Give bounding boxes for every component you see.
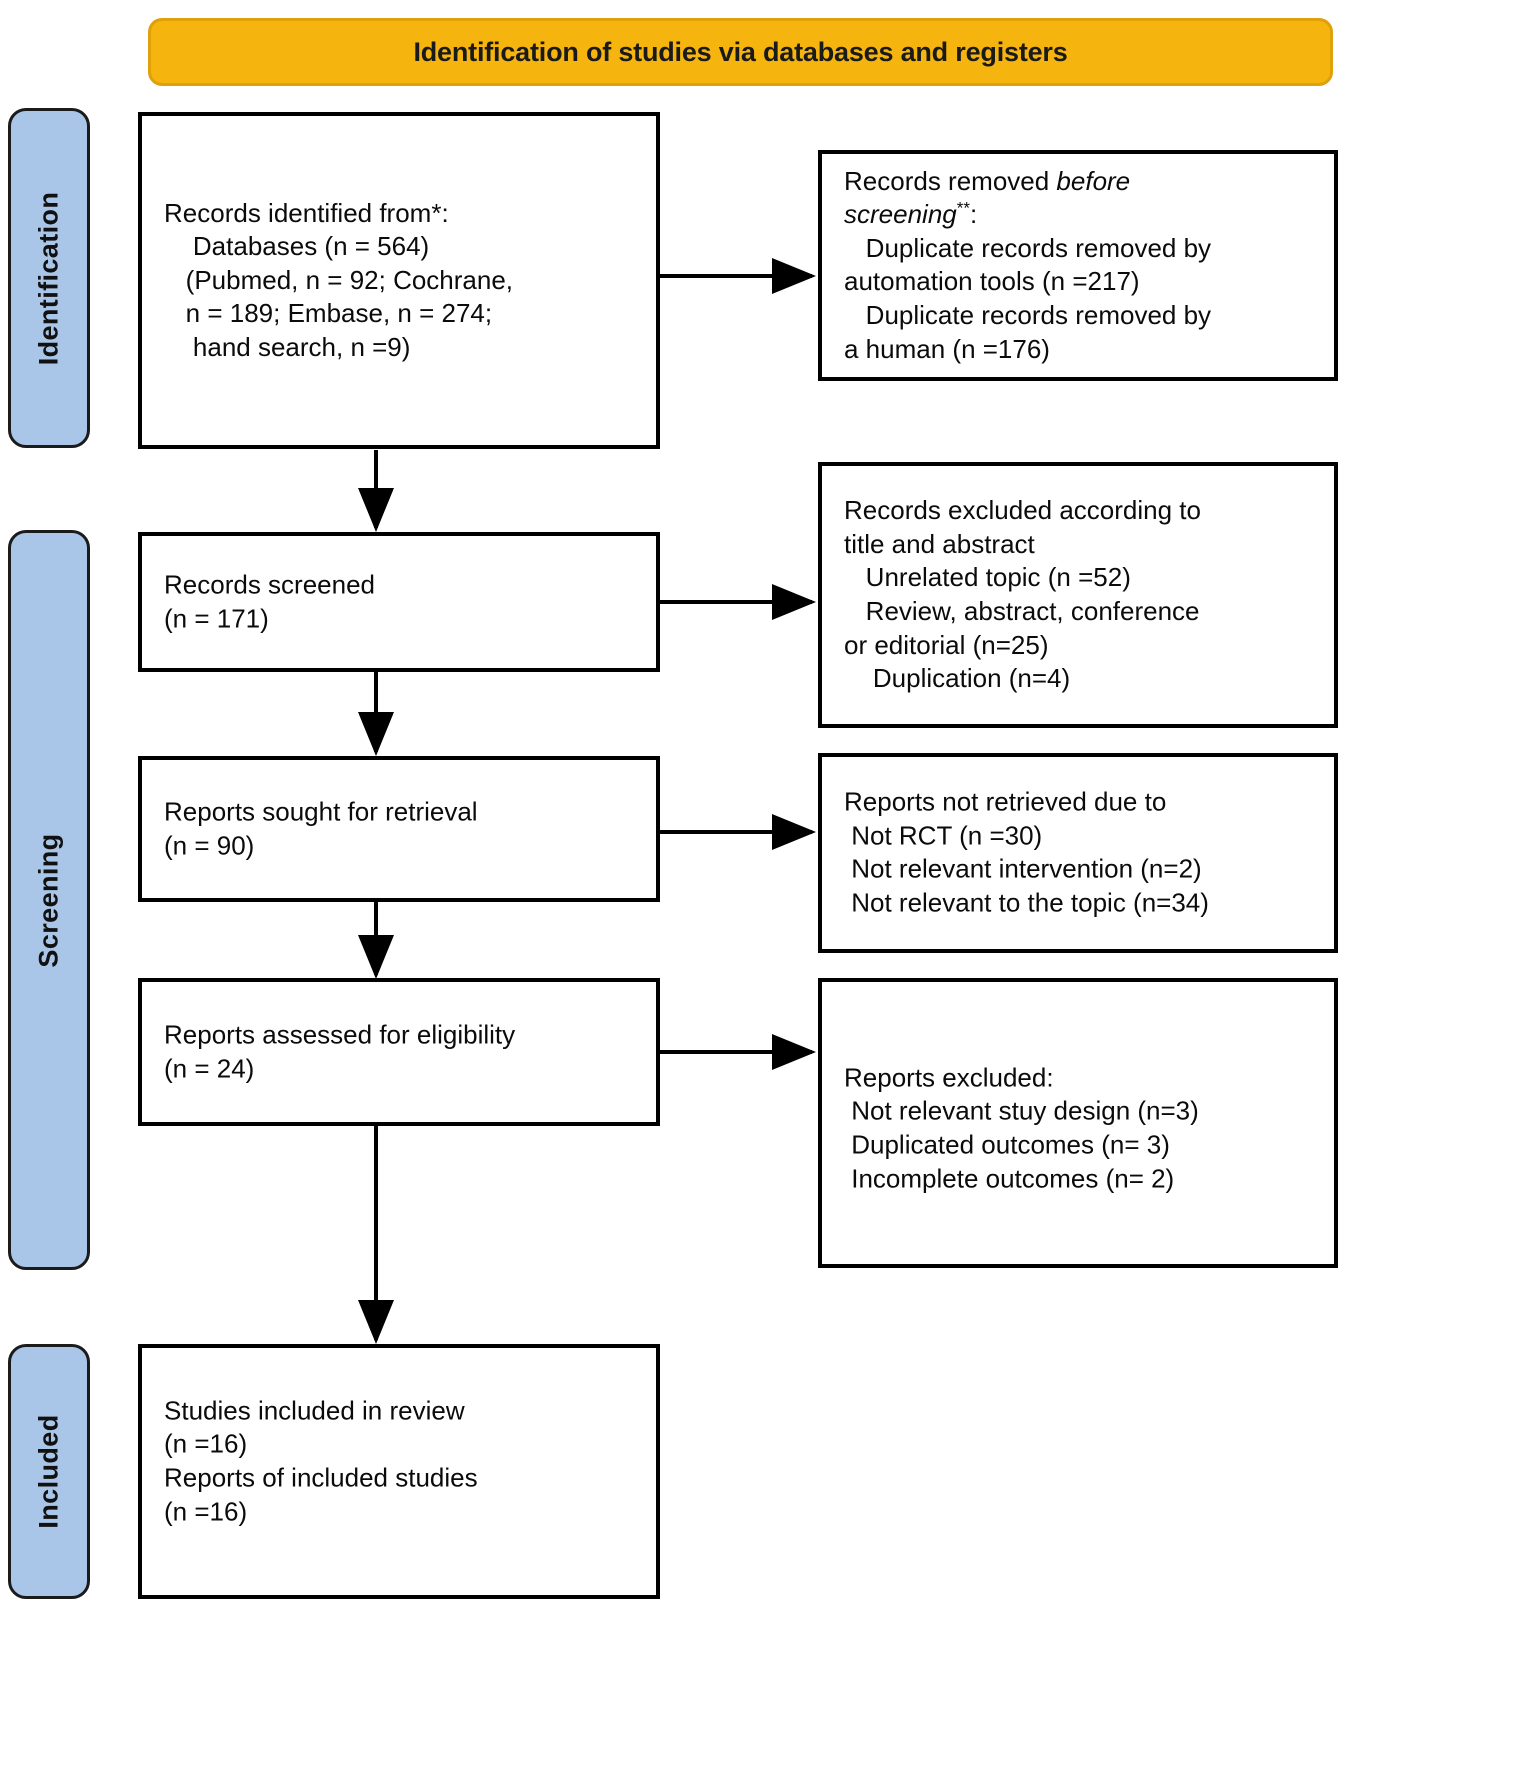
box-reports-excluded: Reports excluded: Not relevant stuy desi… xyxy=(818,978,1338,1268)
reports-not-retrieved-line-2: Not RCT (n =30) xyxy=(844,820,1043,851)
records-identified-line-5: hand search, n =9) xyxy=(164,331,411,362)
records-excluded-line-2: title and abstract xyxy=(844,528,1035,559)
records-identified-line-4: n = 189; Embase, n = 274; xyxy=(164,298,493,329)
records-removed-line-1: Records removed before xyxy=(844,165,1324,199)
diagram-title: Identification of studies via databases … xyxy=(413,36,1068,67)
records-removed-line-2: screening**: xyxy=(844,198,1324,232)
studies-included-line-1: Studies included in review xyxy=(164,1395,465,1426)
diagram-title-banner: Identification of studies via databases … xyxy=(148,18,1333,86)
reports-excluded-line-2: Not relevant stuy design (n=3) xyxy=(844,1095,1199,1126)
studies-included-line-4: (n =16) xyxy=(164,1496,248,1527)
records-removed-footnote-marker: ** xyxy=(956,198,970,218)
reports-excluded-line-1: Reports excluded: xyxy=(844,1062,1054,1093)
reports-excluded-line-3: Duplicated outcomes (n= 3) xyxy=(844,1129,1170,1160)
box-reports-not-retrieved: Reports not retrieved due to Not RCT (n … xyxy=(818,753,1338,953)
records-screened-line-1: Records screened xyxy=(164,569,375,600)
box-reports-assessed-for-eligibility: Reports assessed for eligibility (n = 24… xyxy=(138,978,660,1126)
studies-included-line-2: (n =16) xyxy=(164,1428,248,1459)
records-removed-before-italic: before xyxy=(1056,165,1131,196)
records-removed-line-6: a human (n =176) xyxy=(844,333,1050,364)
records-removed-line-3: Duplicate records removed by xyxy=(844,232,1212,263)
stage-label-screening: Screening xyxy=(8,530,90,1270)
box-records-screened: Records screened (n = 171) xyxy=(138,532,660,672)
records-excluded-line-4: Review, abstract, conference xyxy=(844,596,1200,626)
records-removed-line-5: Duplicate records removed by xyxy=(844,300,1212,331)
stage-label-included-text: Included xyxy=(33,1414,64,1529)
records-removed-line-4: automation tools (n =217) xyxy=(844,266,1140,297)
records-screened-line-2: (n = 171) xyxy=(164,603,269,633)
records-excluded-line-1: Records excluded according to xyxy=(844,495,1201,526)
reports-assessed-line-2: (n = 24) xyxy=(164,1053,255,1083)
reports-not-retrieved-line-4: Not relevant to the topic (n=34) xyxy=(844,887,1209,918)
records-identified-line-2: Databases (n = 564) xyxy=(164,231,430,262)
reports-not-retrieved-line-1: Reports not retrieved due to xyxy=(844,786,1167,817)
box-records-excluded: Records excluded according to title and … xyxy=(818,462,1338,728)
studies-included-line-3: Reports of included studies xyxy=(164,1462,478,1493)
box-records-removed-before-screening: Records removed before screening**: Dupl… xyxy=(818,150,1338,381)
records-removed-prefix: Records removed xyxy=(844,165,1057,196)
stage-label-identification: Identification xyxy=(8,108,90,448)
box-reports-sought-for-retrieval: Reports sought for retrieval (n = 90) xyxy=(138,756,660,902)
reports-not-retrieved-line-3: Not relevant intervention (n=2) xyxy=(844,854,1202,884)
stage-label-included: Included xyxy=(8,1344,90,1599)
records-excluded-line-5: or editorial (n=25) xyxy=(844,629,1049,660)
records-identified-line-3: (Pubmed, n = 92; Cochrane, xyxy=(164,264,514,295)
records-excluded-line-6: Duplication (n=4) xyxy=(844,663,1071,694)
box-records-identified: Records identified from*: Databases (n =… xyxy=(138,112,660,449)
records-removed-colon: : xyxy=(969,199,978,230)
records-identified-line-1: Records identified from*: xyxy=(164,197,449,228)
reports-assessed-line-1: Reports assessed for eligibility xyxy=(164,1019,516,1050)
stage-label-identification-text: Identification xyxy=(33,191,64,365)
stage-label-screening-text: Screening xyxy=(33,832,64,968)
records-removed-screening-italic: screening xyxy=(844,199,957,230)
reports-sought-line-2: (n = 90) xyxy=(164,830,255,860)
reports-excluded-line-4: Incomplete outcomes (n= 2) xyxy=(844,1163,1175,1194)
reports-sought-line-1: Reports sought for retrieval xyxy=(164,796,478,827)
records-excluded-line-3: Unrelated topic (n =52) xyxy=(844,562,1131,593)
box-studies-included: Studies included in review (n =16) Repor… xyxy=(138,1344,660,1599)
